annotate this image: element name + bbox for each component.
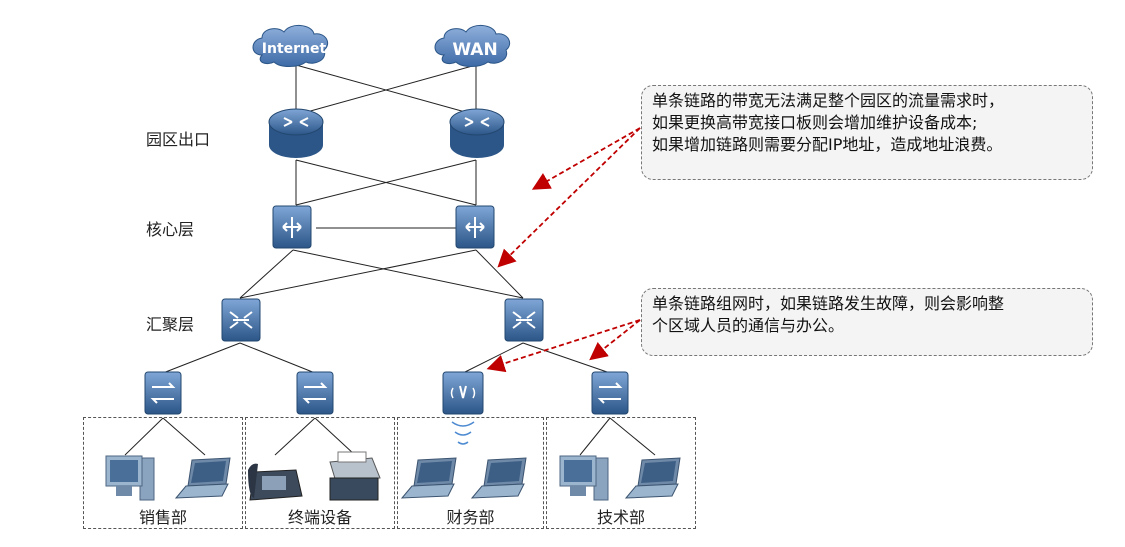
laptop-icon: [624, 457, 681, 499]
wan-label: WAN: [452, 40, 497, 60]
router-icon: [449, 108, 505, 158]
laptop-icon: [174, 457, 231, 499]
department-sales: 销售部: [83, 417, 243, 529]
callout-arrow: [531, 127, 641, 190]
callout-arrow: [497, 127, 641, 268]
callout-bandwidth: 单条链路的带宽无法满足整个园区的流量需求时， 如果更换高带宽接口板则会增加维护设…: [641, 85, 1093, 180]
access-switch-icon: [144, 371, 182, 415]
callout-arrow: [486, 319, 641, 373]
core-switch-icon: [455, 205, 495, 249]
callout-arrow: [589, 319, 641, 361]
printer-icon: [329, 451, 381, 501]
laptop-icon: [400, 457, 457, 499]
department-label: 终端设备: [246, 504, 394, 528]
department-label: 财务部: [398, 504, 543, 528]
department-tech: 技术部: [546, 417, 696, 529]
department-label: 技术部: [547, 504, 695, 528]
internet-label: Internet: [262, 41, 327, 57]
layer-label-aggregation: 汇聚层: [146, 315, 195, 334]
callout-line: 单条链路的带宽无法满足整个园区的流量需求时，: [652, 91, 1005, 110]
access-point-icon: [442, 371, 484, 415]
callout-line: 个区域人员的通信与办公。: [652, 316, 845, 335]
callout-link-failure: 单条链路组网时，如果链路发生故障，则会影响整 个区域人员的通信与办公。: [641, 288, 1093, 356]
desktop-computer-icon: [105, 455, 155, 501]
callout-line: 如果增加链路则需要分配IP地址，造成地址浪费。: [652, 135, 1003, 154]
phone-icon: [248, 463, 303, 501]
access-switch-icon: [591, 371, 629, 415]
department-label: 销售部: [84, 504, 242, 528]
internet-cloud-icon: [252, 25, 329, 67]
callout-arrows: [486, 127, 641, 373]
layer-label-exit: 园区出口: [146, 130, 211, 149]
aggregation-switch-icon: [221, 298, 261, 342]
department-terminals: 终端设备: [245, 417, 395, 529]
desktop-computer-icon: [559, 455, 609, 501]
wifi-signal-icon: [451, 421, 475, 445]
laptop-icon: [470, 457, 527, 499]
layer-label-core: 核心层: [146, 220, 195, 239]
router-icon: [268, 108, 324, 158]
aggregation-switch-icon: [504, 298, 544, 342]
links: [124, 64, 656, 456]
department-finance: 财务部: [397, 417, 544, 529]
callout-line: 如果更换高带宽接口板则会增加维护设备成本;: [652, 113, 978, 132]
core-switch-icon: [272, 205, 312, 249]
access-switch-icon: [296, 371, 334, 415]
callout-line: 单条链路组网时，如果链路发生故障，则会影响整: [652, 294, 1005, 313]
wan-cloud-icon: [434, 25, 511, 67]
